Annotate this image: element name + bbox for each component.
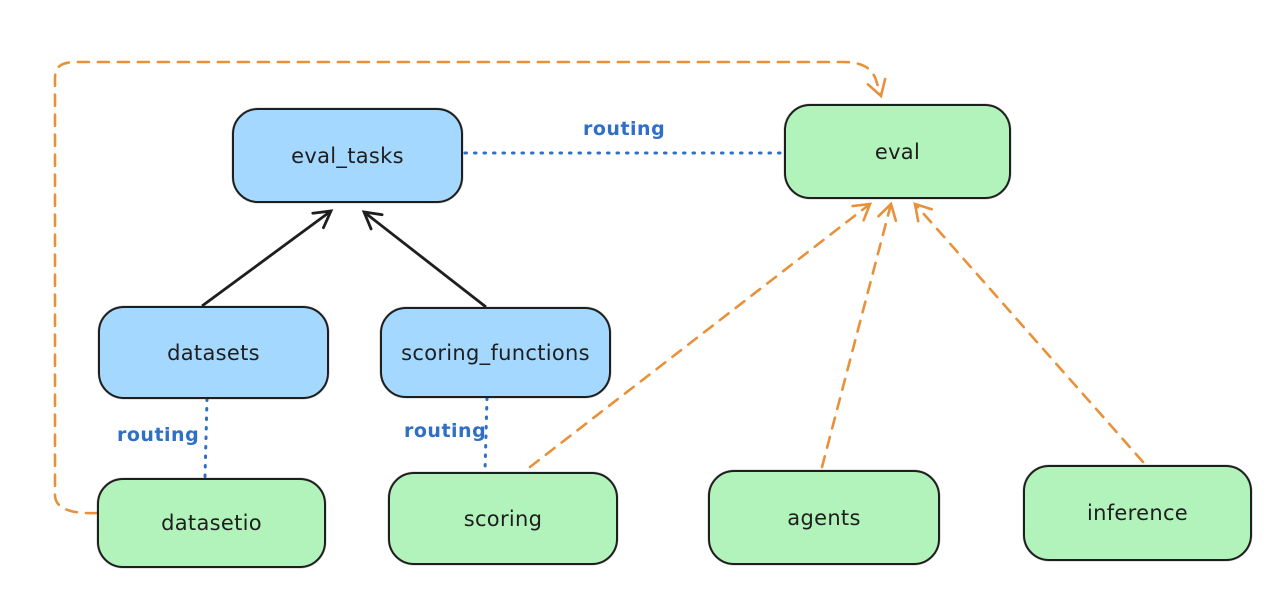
node-inference-label: inference xyxy=(1086,501,1189,525)
node-datasetio-label: datasetio xyxy=(161,511,262,535)
edge-datasets-to-eval-tasks xyxy=(201,209,334,308)
routing-label-scoring-functions-scoring: routing xyxy=(404,420,487,442)
routing-label-eval-tasks-eval: routing xyxy=(583,118,666,140)
node-eval: eval xyxy=(784,104,1011,199)
node-agents-label: agents xyxy=(787,505,861,530)
node-scoring-functions-label: scoring_functions xyxy=(401,340,590,365)
node-eval-label: eval xyxy=(874,139,921,164)
edge-routing-scoring-functions-to-scoring xyxy=(483,396,489,473)
routing-label-datasets-datasetio: routing xyxy=(117,424,200,446)
node-datasetio: datasetio xyxy=(97,478,326,568)
node-agents: agents xyxy=(708,470,940,565)
node-datasets-label: datasets xyxy=(167,340,260,365)
edge-routing-datasets-to-datasetio xyxy=(203,397,209,479)
edge-scoring-to-eval xyxy=(528,202,872,469)
node-scoring: scoring xyxy=(388,472,618,565)
edge-datasetio-to-eval xyxy=(53,60,887,515)
edge-scoring-functions-to-eval-tasks xyxy=(361,210,487,309)
node-scoring-label: scoring xyxy=(463,506,543,531)
edge-agents-to-eval xyxy=(820,201,898,469)
node-eval-tasks: eval_tasks xyxy=(232,108,463,203)
node-scoring-functions: scoring_functions xyxy=(380,307,611,398)
edge-inference-to-eval xyxy=(913,202,1145,464)
node-datasets: datasets xyxy=(98,306,329,399)
node-eval-tasks-label: eval_tasks xyxy=(291,143,404,168)
node-inference: inference xyxy=(1023,465,1252,561)
